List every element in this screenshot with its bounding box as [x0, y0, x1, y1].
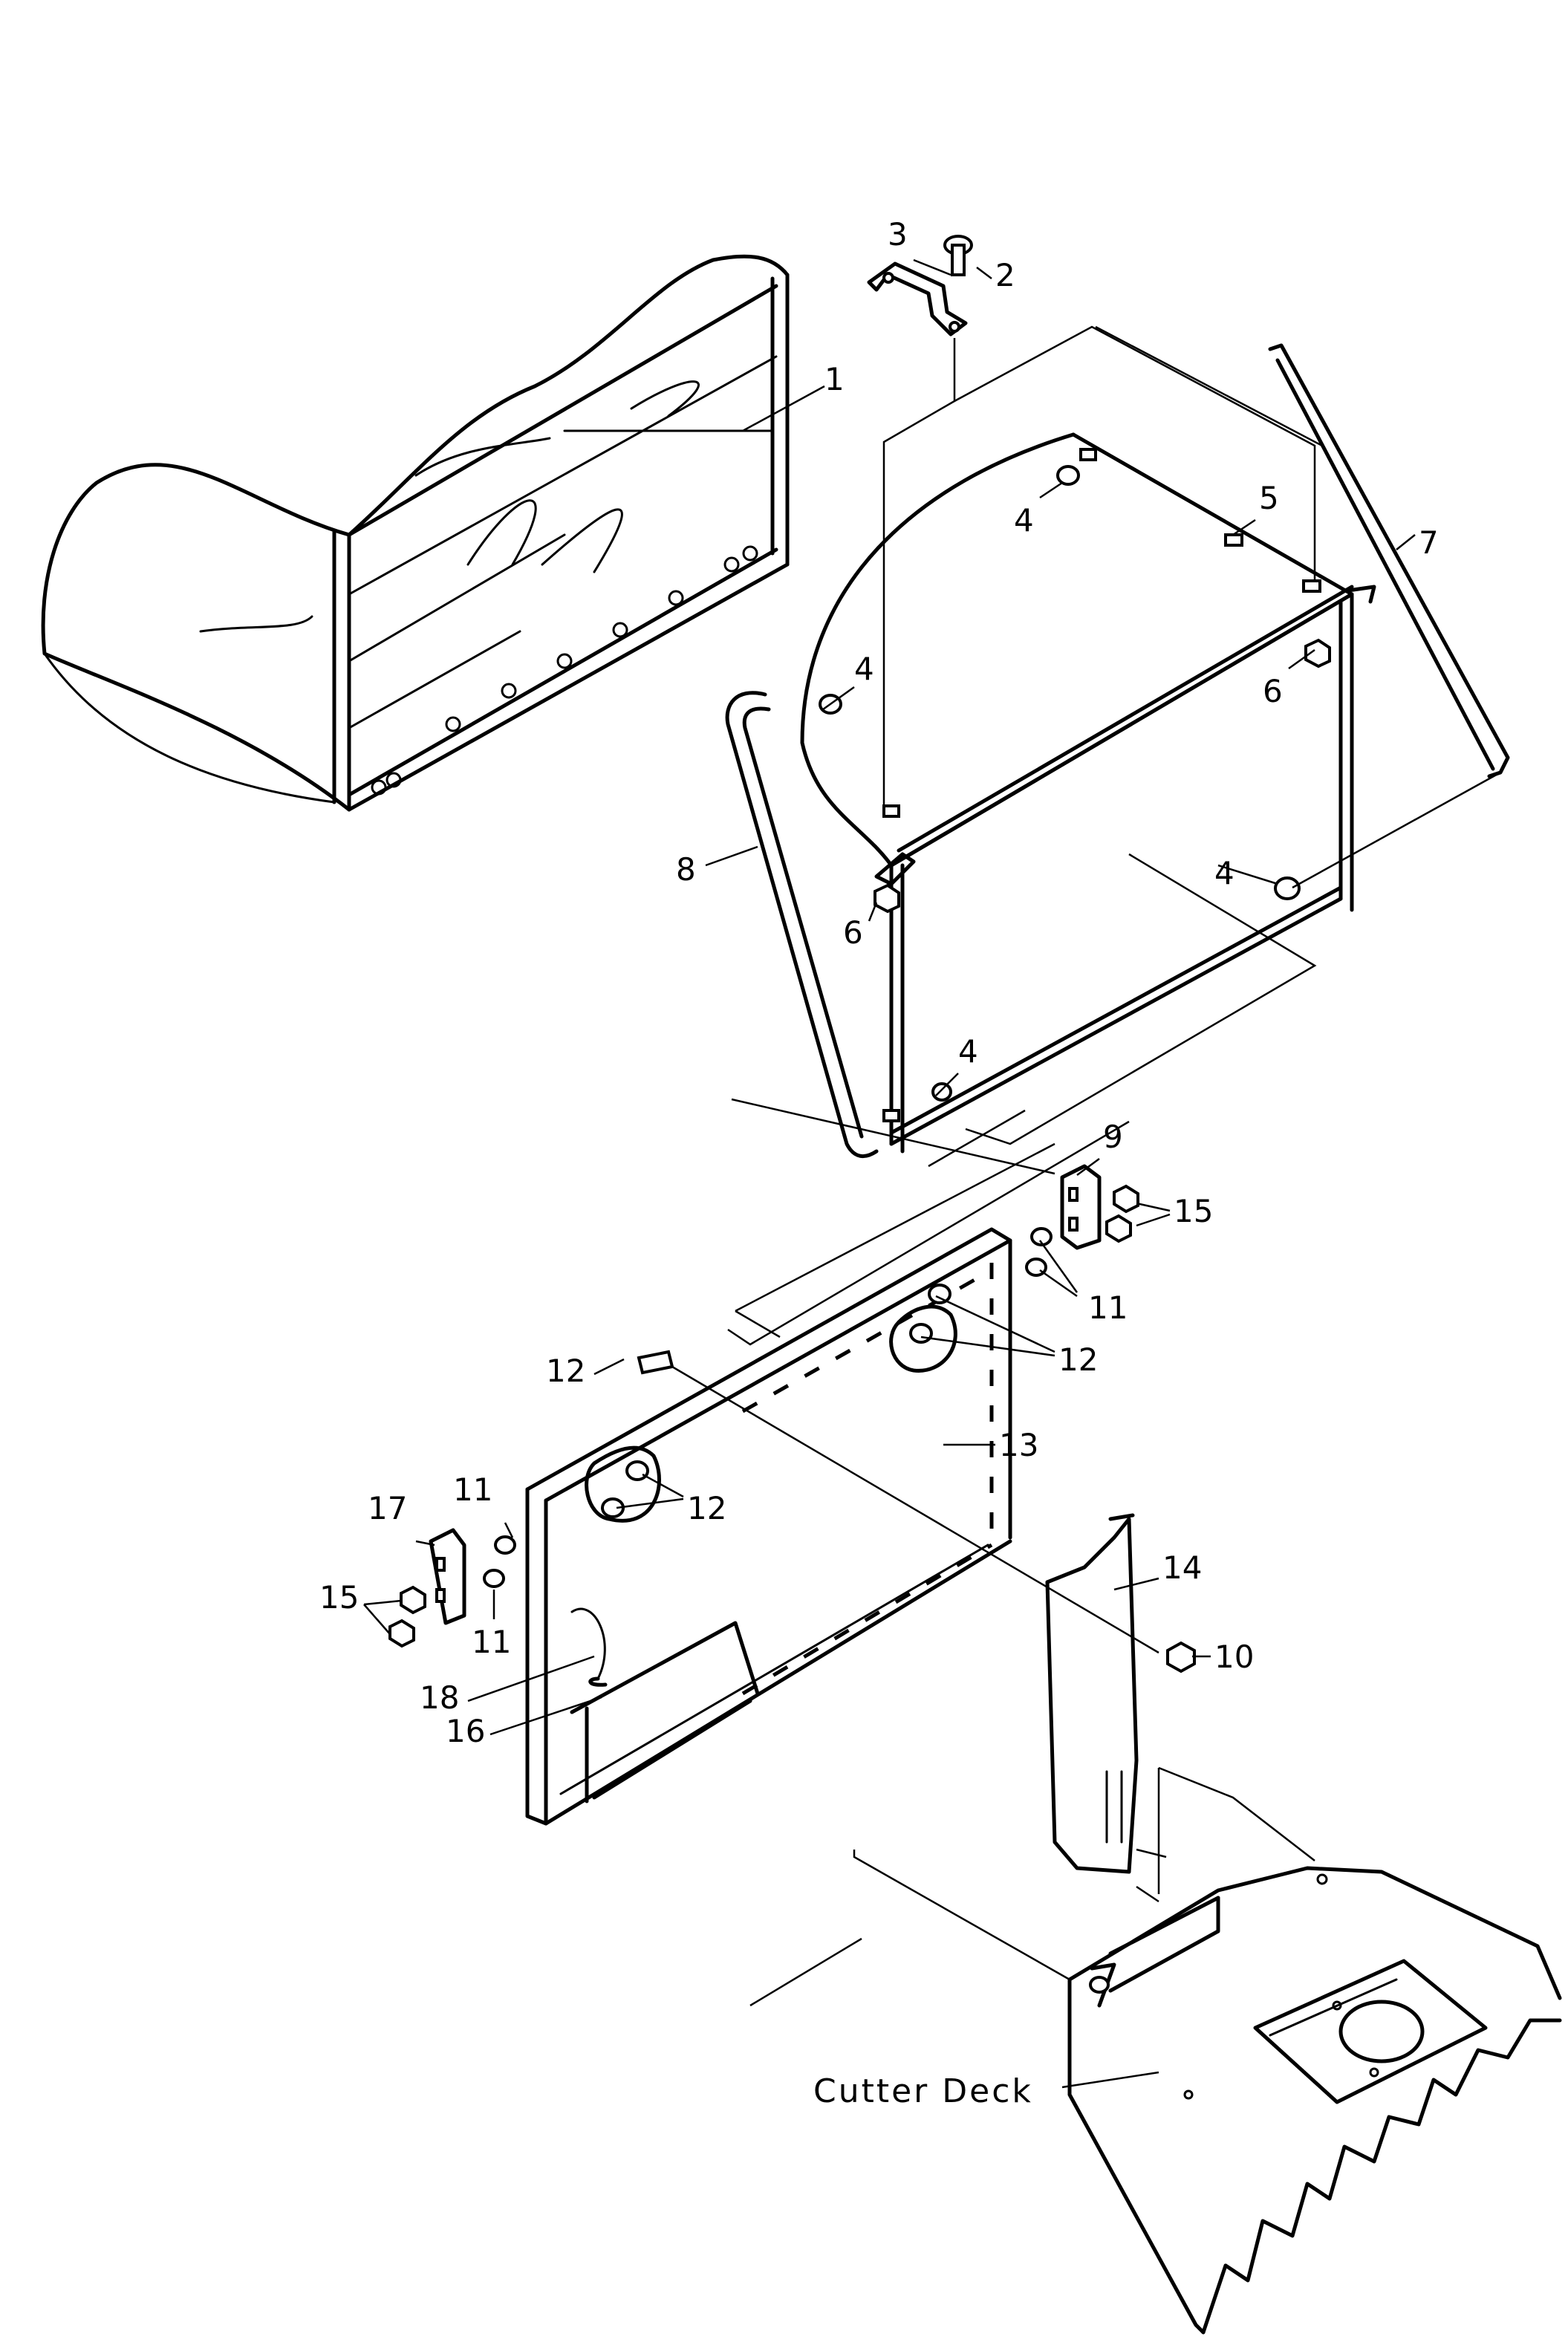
cutter-deck-label: Cutter Deck: [813, 2072, 1033, 2110]
part-8-support-rod: [725, 691, 879, 1159]
callout-9: 9: [1103, 1119, 1123, 1155]
callout-11c: 11: [472, 1624, 511, 1660]
part-1-bag-cover: [41, 254, 790, 812]
part-7-support-rod: [1268, 343, 1510, 778]
callout-3: 3: [888, 216, 908, 253]
callout-8: 8: [676, 851, 696, 888]
part-9-hinge-bracket: [1060, 1164, 1102, 1250]
part-3-strap: [867, 261, 968, 336]
part-18-wire: [570, 1607, 608, 1687]
part-16-bag-pin: [570, 1621, 760, 1803]
callout-4b: 4: [854, 651, 874, 687]
chute-hardware: [388, 1184, 1196, 1673]
callout-leaders: [363, 258, 1416, 1736]
callout-12a: 12: [546, 1353, 585, 1389]
part-17-hinge-bracket: [429, 1528, 466, 1625]
callout-6a: 6: [1263, 673, 1283, 709]
callout-4c: 4: [1214, 855, 1234, 891]
callout-2: 2: [995, 257, 1015, 293]
callout-15b: 15: [319, 1579, 359, 1616]
callout-4d: 4: [958, 1033, 978, 1070]
callout-11a: 11: [1088, 1289, 1128, 1326]
part-2-carriage-bolt: [943, 235, 973, 276]
part-14-deflector: [1045, 1513, 1139, 1874]
part-5-bag-frame: [800, 432, 1376, 1154]
cutter-deck: [1067, 1866, 1562, 2335]
callout-16: 16: [446, 1713, 485, 1749]
callout-18: 18: [420, 1679, 459, 1716]
frame-hardware: [819, 465, 1331, 1102]
callout-1: 1: [824, 361, 845, 397]
callout-13: 13: [999, 1427, 1038, 1463]
callout-12b: 12: [1058, 1341, 1098, 1378]
callout-5: 5: [1259, 480, 1279, 516]
callout-15a: 15: [1174, 1193, 1213, 1229]
callout-10: 10: [1214, 1639, 1254, 1675]
callout-6b: 6: [843, 914, 863, 951]
callout-11b: 11: [453, 1471, 492, 1508]
callout-4a: 4: [1014, 502, 1034, 539]
callout-12c: 12: [687, 1490, 726, 1526]
callout-17: 17: [368, 1490, 407, 1526]
part-13-chute-frame: [525, 1227, 1012, 1826]
callout-14: 14: [1162, 1549, 1202, 1586]
callout-labels: 1 2 3 4 4 4 4 5 6 6 7 8 9 10 11 11 11 12…: [319, 216, 1439, 2110]
callout-7: 7: [1419, 524, 1439, 561]
